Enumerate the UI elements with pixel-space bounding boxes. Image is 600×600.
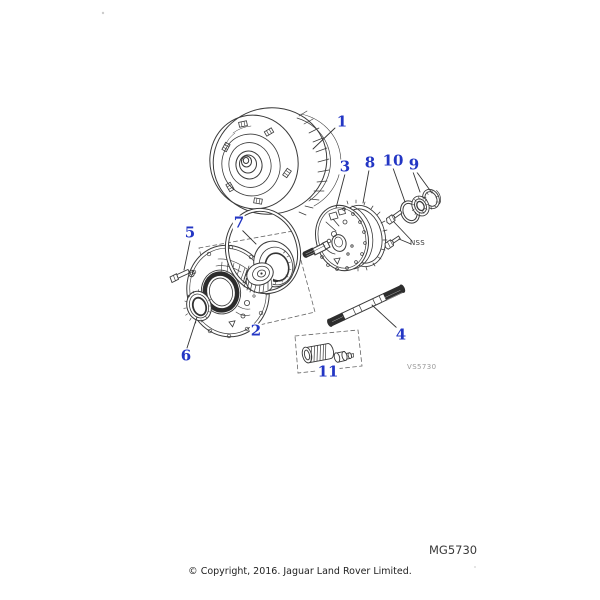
part-11-kit-box — [294, 329, 363, 374]
callout-10[interactable]: 10 — [381, 151, 405, 170]
converter-lugs — [221, 120, 292, 205]
callout-4[interactable]: 4 — [394, 325, 408, 344]
part-5-bolt-drawing — [169, 268, 195, 284]
callout-7[interactable]: 7 — [232, 213, 246, 232]
part-1-torque-converter-drawing — [209, 107, 342, 216]
callout-11[interactable]: 11 — [316, 362, 340, 381]
nss-bolts-drawing — [384, 209, 403, 250]
drive-gear-drawing — [242, 262, 274, 294]
callout-5[interactable]: 5 — [183, 223, 197, 242]
callout-3[interactable]: 3 — [338, 157, 352, 176]
part-4-shaft-drawing — [327, 284, 406, 327]
copyright-notice: © Copyright, 2016. Jaguar Land Rover Lim… — [188, 566, 412, 577]
scan-artifact — [474, 566, 476, 568]
callout-9[interactable]: 9 — [407, 155, 421, 174]
part-9-bushes-drawing — [411, 188, 441, 217]
scan-artifact — [101, 11, 105, 15]
leader-lines — [183, 127, 433, 349]
part-3-pump-drawing — [302, 204, 374, 272]
callout-2[interactable]: 2 — [249, 321, 263, 340]
callout-6[interactable]: 6 — [179, 346, 193, 365]
part-6-seal-drawing — [183, 289, 213, 324]
callout-8[interactable]: 8 — [363, 153, 377, 172]
nss-annotation: NSS — [410, 239, 426, 247]
part-11-couplings-drawing — [301, 343, 354, 364]
part-2-assembly-box — [198, 230, 316, 335]
figure-ref-code: MG5730 — [429, 543, 478, 557]
callout-1[interactable]: 1 — [335, 112, 349, 131]
drawing-ref-code: VS5730 — [407, 363, 437, 371]
